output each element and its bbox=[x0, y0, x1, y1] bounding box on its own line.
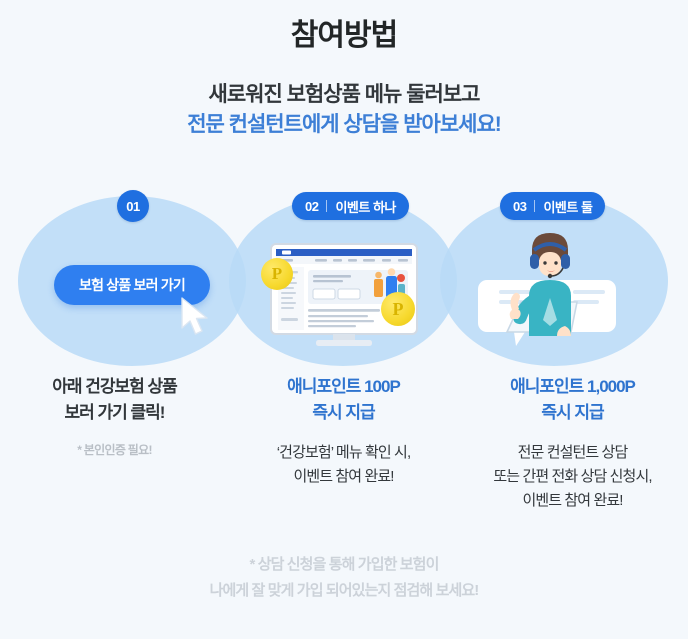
caption-3-description: 전문 컨설턴트 상담 또는 간편 전화 상담 신청시, 이벤트 참여 완료! bbox=[464, 441, 681, 513]
caption-2-heading-line-1: 애니포인트 100P bbox=[287, 377, 401, 396]
step-badge-2-number: 02 bbox=[305, 198, 319, 214]
caption-2-description-line-1: ‘건강보험’ 메뉴 확인 시, bbox=[276, 444, 411, 461]
caption-2-heading: 애니포인트 100P 즉시 지급 bbox=[235, 374, 452, 425]
step-badge-3: 03 이벤트 둘 bbox=[500, 192, 606, 220]
caption-2-description: ‘건강보험’ 메뉴 확인 시, 이벤트 참여 완료! bbox=[235, 441, 452, 489]
subtitle-line-1: 새로워진 보험상품 메뉴 둘러보고 bbox=[208, 83, 481, 106]
page-title: 참여방법 bbox=[290, 19, 398, 52]
step-badge-2-label: 이벤트 하나 bbox=[335, 199, 396, 215]
step-badge-2: 02 이벤트 하나 bbox=[292, 192, 409, 220]
caption-3-heading: 애니포인트 1,000P 즉시 지급 bbox=[464, 374, 681, 425]
caption-3-description-line-1: 전문 컨설턴트 상담 bbox=[517, 444, 629, 461]
caption-3-heading-line-2: 즉시 지급 bbox=[541, 402, 604, 422]
insurance-products-button[interactable]: 보험 상품 보러 가기 bbox=[54, 265, 210, 305]
point-coin-icon-right: P bbox=[381, 292, 415, 326]
consultant-illustration bbox=[477, 228, 617, 353]
caption-1-note: * 본인인증 필요! bbox=[77, 443, 152, 457]
badge-divider bbox=[534, 200, 536, 212]
caption-column-1: 아래 건강보험 상품 보러 가기 클릭! * 본인인증 필요! bbox=[0, 374, 229, 513]
footer-line-1: * 상담 신청을 통해 가입한 보험이 bbox=[249, 556, 440, 573]
caption-1-heading: 아래 건강보험 상품 보러 가기 클릭! bbox=[6, 374, 223, 425]
mouse-cursor-icon bbox=[178, 296, 212, 343]
caption-column-3: 애니포인트 1,000P 즉시 지급 전문 컨설턴트 상담 또는 간편 전화 상… bbox=[458, 374, 687, 513]
desktop-monitor-illustration bbox=[270, 243, 418, 352]
caption-column-2: 애니포인트 100P 즉시 지급 ‘건강보험’ 메뉴 확인 시, 이벤트 참여 … bbox=[229, 374, 458, 513]
caption-2-description-line-2: 이벤트 참여 완료! bbox=[293, 468, 394, 485]
step-badge-3-label: 이벤트 둘 bbox=[543, 199, 593, 215]
point-coin-icon-left: P bbox=[261, 258, 293, 290]
badge-divider bbox=[326, 200, 328, 212]
step-badge-3-number: 03 bbox=[513, 198, 527, 214]
step-badge-1: 01 bbox=[117, 190, 149, 222]
footer-line-2: 나에게 잘 맞게 가입 되어있는지 점검해 보세요! bbox=[209, 581, 480, 599]
header: 참여방법 새로워진 보험상품 메뉴 둘러보고 전문 컨설턴트에게 상담을 받아보… bbox=[0, 0, 688, 141]
caption-1-heading-line-2: 보러 가기 클릭! bbox=[64, 402, 166, 422]
footer-note: * 상담 신청을 통해 가입한 보험이 나에게 잘 맞게 가입 되어있는지 점검… bbox=[0, 552, 688, 603]
caption-3-description-line-2: 또는 간편 전화 상담 신청시, bbox=[493, 468, 652, 485]
caption-2-heading-line-2: 즉시 지급 bbox=[312, 402, 375, 422]
subtitle-line-2: 전문 컨설턴트에게 상담을 받아보세요! bbox=[187, 113, 502, 137]
caption-1-heading-line-1: 아래 건강보험 상품 bbox=[52, 377, 178, 396]
caption-3-description-line-3: 이벤트 참여 완료! bbox=[522, 492, 623, 509]
step-badge-1-number: 01 bbox=[126, 198, 140, 214]
caption-3-heading-line-1: 애니포인트 1,000P bbox=[510, 377, 636, 396]
subtitle-block: 새로워진 보험상품 메뉴 둘러보고 전문 컨설턴트에게 상담을 받아보세요! bbox=[0, 80, 688, 141]
captions-row: 아래 건강보험 상품 보러 가기 클릭! * 본인인증 필요! 애니포인트 10… bbox=[0, 374, 688, 513]
